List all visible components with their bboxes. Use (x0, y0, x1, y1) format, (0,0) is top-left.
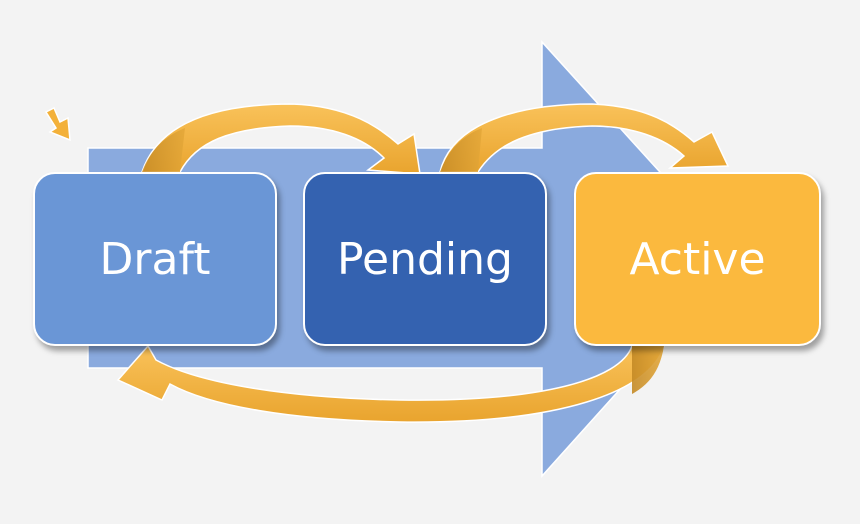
transition-arrow-pending-to-active (439, 103, 730, 173)
state-pending-label: Pending (337, 233, 513, 285)
transition-arrow-active-to-draft (116, 344, 666, 423)
transition-arrow-draft-to-pending (140, 103, 421, 175)
entry-arrow-icon (44, 106, 71, 142)
state-draft: Draft (33, 172, 277, 346)
state-active-label: Active (629, 233, 766, 285)
state-draft-label: Draft (99, 233, 211, 285)
state-active: Active (574, 172, 821, 346)
state-pending: Pending (303, 172, 547, 346)
